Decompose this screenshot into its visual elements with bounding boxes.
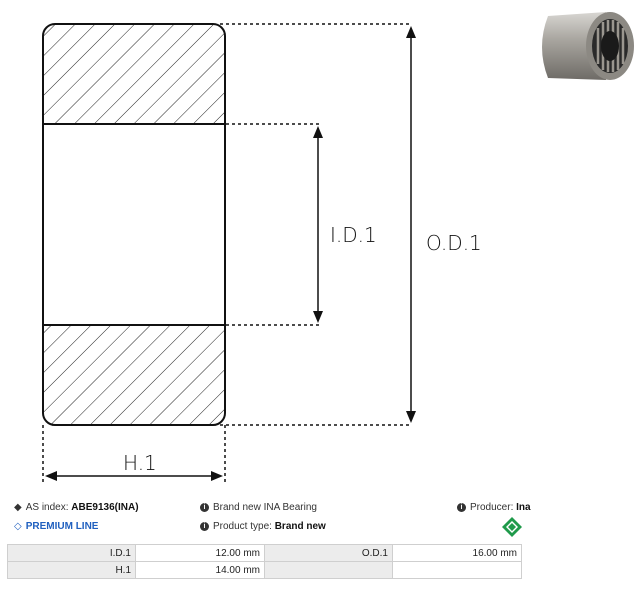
bearing-cross-section — [42, 23, 226, 426]
tag-icon: ◆ — [14, 501, 22, 513]
spec-label: I.D.1 — [7, 544, 136, 562]
table-row: I.D.1 12.00 mm O.D.1 16.00 mm — [7, 544, 522, 562]
product-photo — [534, 8, 638, 84]
spec-value: 16.00 mm — [392, 544, 522, 562]
spec-value — [392, 561, 522, 579]
spec-value: 12.00 mm — [135, 544, 265, 562]
table-row: H.1 14.00 mm — [7, 561, 522, 579]
ina-logo — [502, 517, 522, 537]
h-dimension: H.1 — [45, 451, 223, 481]
info-icon: i — [200, 503, 209, 512]
bearing-dimension-diagram: O.D.1 I.D.1 H.1 — [42, 23, 482, 482]
premium-line: ◇ PREMIUM LINE — [14, 520, 99, 532]
as-index: ◆ AS index: ABE9136(INA) — [14, 501, 139, 513]
od-dimension: O.D.1 — [406, 26, 482, 423]
product-type: i Product type: Brand new — [200, 521, 326, 532]
top-hatched-section — [43, 24, 225, 124]
spec-value: 14.00 mm — [135, 561, 265, 579]
info-icon: i — [457, 503, 466, 512]
h-label: H.1 — [123, 451, 157, 475]
id-dimension: I.D.1 — [313, 126, 377, 323]
as-index-value: ABE9136(INA) — [71, 502, 139, 513]
spec-label — [264, 561, 393, 579]
info-icon: i — [200, 522, 209, 531]
diamond-icon: ◇ — [14, 520, 22, 532]
extension-lines — [42, 23, 412, 482]
id-label: I.D.1 — [330, 223, 377, 247]
product-type-value: Brand new — [274, 521, 326, 532]
producer: i Producer: Ina — [457, 502, 531, 513]
od-label: O.D.1 — [426, 231, 482, 255]
spec-label: O.D.1 — [264, 544, 393, 562]
specs-table: I.D.1 12.00 mm O.D.1 16.00 mm H.1 14.00 … — [7, 544, 522, 579]
bottom-hatched-section — [43, 325, 225, 425]
spec-label: H.1 — [7, 561, 136, 579]
product-description: i Brand new INA Bearing — [200, 502, 317, 513]
producer-value: Ina — [516, 502, 531, 513]
